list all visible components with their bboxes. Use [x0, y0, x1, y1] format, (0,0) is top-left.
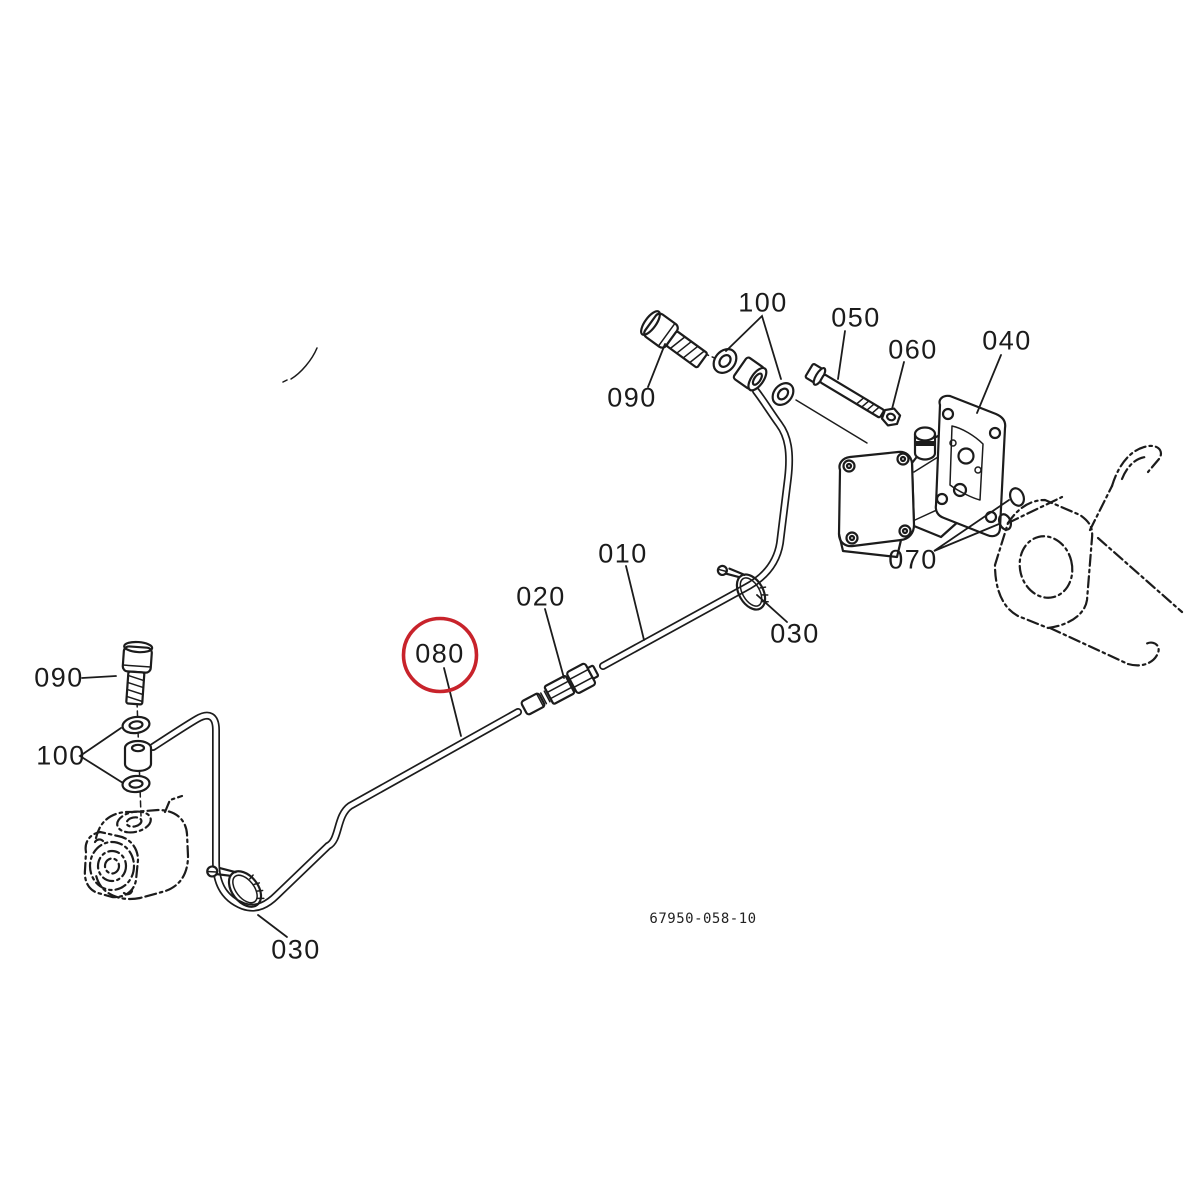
- bolt-050: [804, 363, 885, 419]
- washers-100-left: [121, 715, 153, 794]
- highlight-circle: [401, 616, 479, 694]
- pump-040: [837, 394, 1007, 559]
- callout-090-left: 090: [34, 662, 84, 693]
- bolt-090-top: [640, 310, 708, 369]
- stray-arc: [282, 347, 318, 383]
- callout-030-right: 030: [770, 618, 820, 649]
- steering-pump-left: [83, 794, 190, 901]
- callout-010: 010: [598, 538, 648, 569]
- leader-lines: [78, 314, 1010, 938]
- callout-100-top: 100: [738, 287, 788, 318]
- callout-100-left: 100: [36, 740, 86, 771]
- pipe-010: [599, 387, 794, 670]
- callout-060: 060: [888, 334, 938, 365]
- callout-030-left: 030: [271, 934, 321, 965]
- callout-040: 040: [982, 325, 1032, 356]
- washers-100-top: [712, 348, 795, 406]
- clamp-030-right: [716, 564, 769, 611]
- pipe-080: [149, 708, 522, 912]
- callout-090-top: 090: [607, 382, 657, 413]
- callout-070: 070: [888, 544, 938, 575]
- bolt-090-left: [121, 640, 154, 706]
- callout-080-highlighted: 080: [415, 638, 465, 669]
- callout-020: 020: [516, 581, 566, 612]
- pump-port-boss: [913, 426, 937, 461]
- nut-060: [880, 407, 902, 427]
- pump-mount-flange: [934, 394, 1007, 538]
- drawing-number: 67950-058-10: [649, 911, 757, 927]
- union-fitting-020: [520, 662, 600, 716]
- clamp-030-left: [206, 865, 265, 908]
- callout-050: 050: [831, 302, 881, 333]
- engine-block-outline: [993, 444, 1184, 667]
